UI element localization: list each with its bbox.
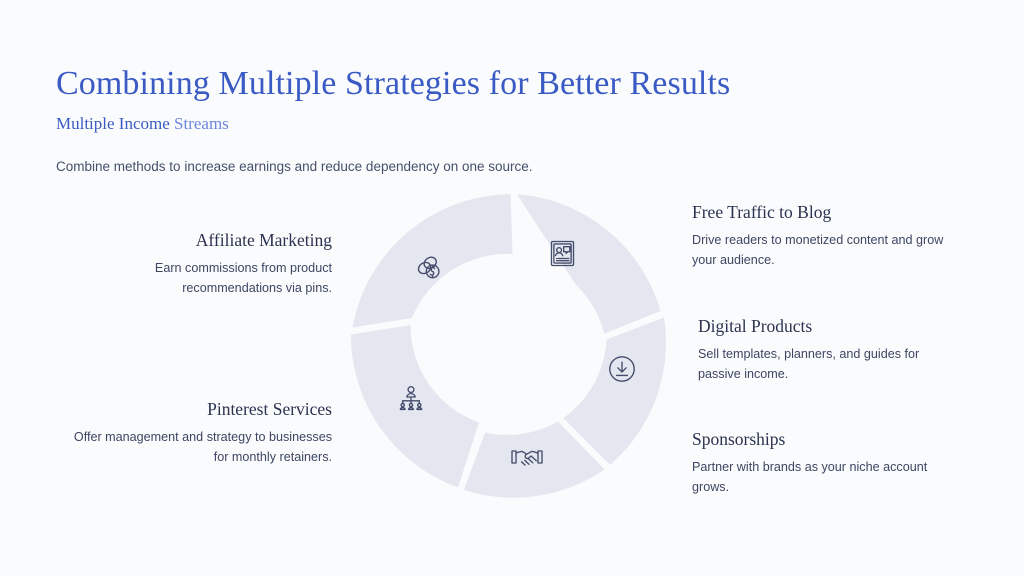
callout-body: Earn commissions from product recommenda…: [154, 261, 332, 295]
handshake-icon: [511, 450, 543, 466]
callout-pinterest-services: Pinterest Services Offer management and …: [60, 398, 332, 467]
donut-segment-pinterest-services[interactable]: [350, 325, 479, 488]
subtitle: Multiple Income Streams: [56, 112, 956, 135]
callout-body: Sell templates, planners, and guides for…: [698, 347, 920, 381]
callout-title: Pinterest Services: [207, 399, 332, 419]
subtitle-primary: Multiple Income: [56, 114, 170, 133]
coins-dollar-icon: [417, 256, 440, 279]
callout-title: Digital Products: [698, 316, 813, 336]
callout-title: Free Traffic to Blog: [692, 202, 832, 222]
intro-paragraph: Combine methods to increase earnings and…: [56, 159, 533, 174]
callout-title: Sponsorships: [692, 429, 786, 449]
callout-body: Partner with brands as your niche accoun…: [692, 460, 928, 494]
download-circle-icon: [609, 356, 635, 382]
org-chart-icon: [399, 386, 423, 411]
donut-diagram: [340, 184, 684, 528]
callout-body: Offer management and strategy to busines…: [73, 430, 332, 464]
donut-segment-affiliate-marketing[interactable]: [352, 194, 513, 328]
callout-free-traffic-to-blog: Free Traffic to Blog Drive readers to mo…: [692, 201, 958, 270]
callout-digital-products: Digital Products Sell templates, planner…: [692, 315, 962, 384]
callout-sponsorships: Sponsorships Partner with brands as your…: [692, 428, 964, 497]
donut-segment-free-traffic-to-blog[interactable]: [517, 194, 661, 334]
header: Combining Multiple Strategies for Better…: [56, 62, 956, 135]
subtitle-secondary: Streams: [174, 114, 229, 133]
callout-body: Drive readers to monetized content and g…: [692, 233, 944, 267]
donut-svg: [350, 194, 666, 498]
donut-segment-digital-products[interactable]: [563, 317, 666, 466]
callout-affiliate-marketing: Affiliate Marketing Earn commissions fro…: [60, 229, 332, 298]
article-card-icon: [550, 240, 575, 267]
callout-title: Affiliate Marketing: [195, 230, 332, 250]
page-title: Combining Multiple Strategies for Better…: [56, 65, 731, 102]
